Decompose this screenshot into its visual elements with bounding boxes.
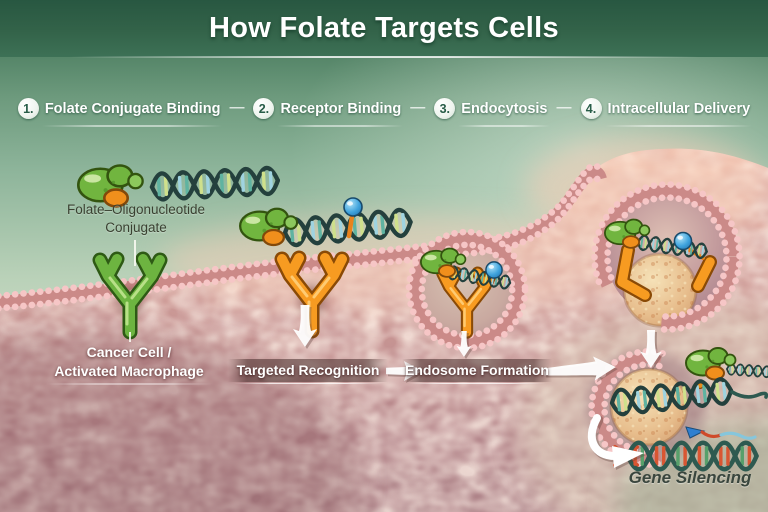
- title-banner: How Folate Targets Cells: [0, 0, 768, 58]
- pocket-contents: [604, 218, 717, 302]
- step-3-label: Endocytosis: [461, 100, 548, 117]
- step-4-intracellular-delivery: 4. Intracellular Delivery: [580, 98, 752, 127]
- step-3-endocytosis: 3. Endocytosis: [434, 98, 550, 127]
- step-separator: —: [410, 99, 426, 116]
- cancer-cell-label-line1: Cancer Cell /: [86, 344, 172, 360]
- targeted-recognition-label: Targeted Recognition: [228, 359, 388, 384]
- pocket-membrane-ring: [591, 181, 743, 333]
- sirna-fragment: [685, 426, 757, 440]
- gene-silencing-label: Gene Silencing: [628, 468, 752, 487]
- step-3-number-badge: 3.: [434, 98, 456, 119]
- endosome-core: [622, 252, 698, 328]
- step-2-number-badge: 2.: [253, 98, 275, 119]
- conjugate-label-line2: Conjugate: [105, 219, 167, 235]
- step-1-folate-conjugate-binding: 1. Folate Conjugate Binding: [17, 98, 223, 127]
- step-1-label: Folate Conjugate Binding: [44, 100, 221, 117]
- conjugate-pointer-line: [134, 240, 136, 266]
- released-oligonucleotide: [611, 378, 768, 415]
- step-4-label: Intracellular Delivery: [607, 100, 751, 117]
- bound-conjugate: [238, 197, 412, 246]
- step-2-label: Receptor Binding: [280, 100, 402, 117]
- arrow-curved-gene-silencing: [587, 414, 646, 470]
- step-2-receptor-binding: 2. Receptor Binding: [253, 98, 404, 127]
- cancer-cell-label-line2: Activated Macrophage: [54, 362, 204, 379]
- step-4-number-badge: 4.: [580, 98, 602, 119]
- process-steps: 1. Folate Conjugate Binding — 2. Recepto…: [0, 98, 768, 127]
- cancer-cell-label: Cancer Cell / Activated Macrophage: [30, 343, 228, 385]
- page-title: How Folate Targets Cells: [209, 12, 559, 44]
- endosome-formation-label: Endosome Formation: [402, 359, 552, 384]
- conjugate-label-line1: Folate–Oligonucleotide: [66, 202, 206, 217]
- step-separator: —: [229, 99, 245, 116]
- cell-pointer-line: [129, 332, 131, 342]
- conjugate-label: Folate–Oligonucleotide Conjugate: [38, 201, 234, 236]
- cell-tissue: [0, 136, 768, 512]
- step-1-number-badge: 1.: [17, 98, 39, 119]
- step-separator: —: [556, 99, 572, 116]
